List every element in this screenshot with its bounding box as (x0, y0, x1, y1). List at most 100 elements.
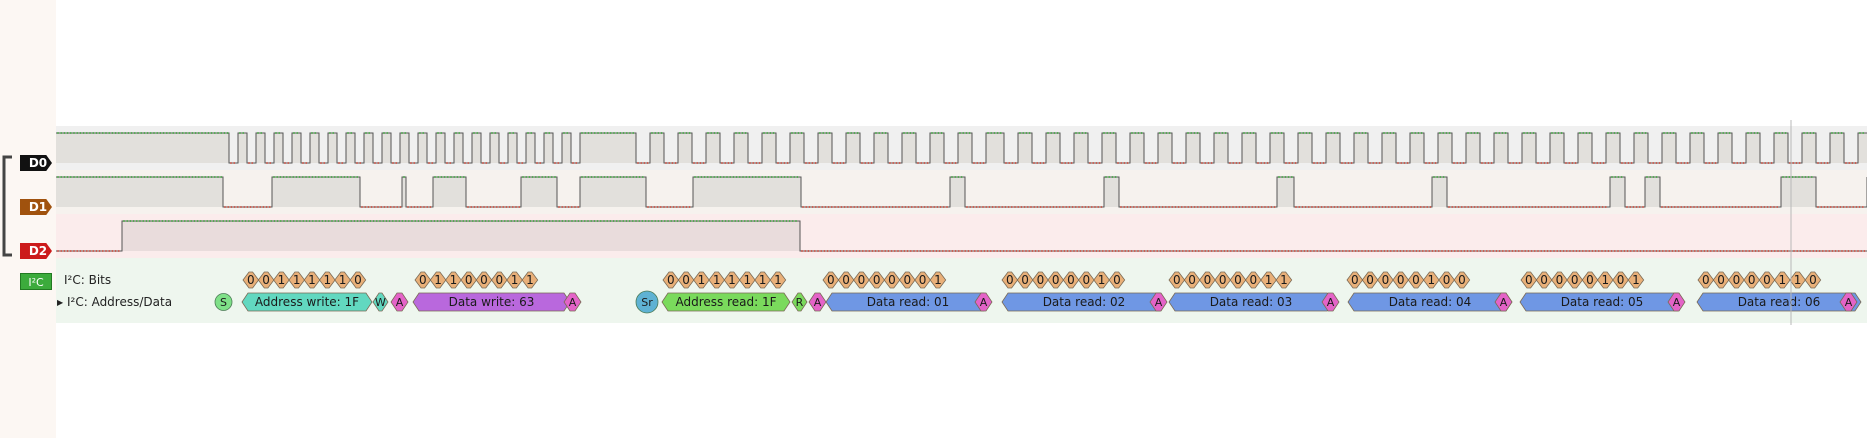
bit-cell[interactable] (1804, 271, 1822, 289)
annotation-ack[interactable] (1494, 292, 1513, 312)
bit-cell[interactable] (1581, 271, 1599, 289)
bit-cell[interactable] (883, 271, 901, 289)
bit-cell[interactable] (662, 271, 680, 289)
bit-cell[interactable] (1093, 271, 1110, 289)
expand-triangle-icon[interactable]: ▶ (57, 298, 64, 307)
bit-cell[interactable] (1016, 271, 1034, 289)
bit-cell[interactable] (1712, 271, 1730, 289)
bit-cell[interactable] (1214, 271, 1231, 289)
bit-cell[interactable] (288, 271, 305, 289)
bit-cell[interactable] (1551, 271, 1568, 289)
bit-cell[interactable] (822, 271, 840, 289)
bit-cell[interactable] (1062, 271, 1080, 289)
annotation-data-read[interactable] (1696, 292, 1862, 312)
bit-cell[interactable] (349, 271, 367, 289)
annotation-rw[interactable] (791, 292, 808, 312)
bit-cell[interactable] (1168, 271, 1186, 289)
bit-cell[interactable] (1423, 271, 1440, 289)
bit-cell[interactable] (414, 271, 432, 289)
bit-cell[interactable] (460, 271, 477, 289)
bit-cell[interactable] (506, 271, 523, 289)
bit-value: 0 (1443, 273, 1451, 287)
bit-cell[interactable] (1789, 271, 1806, 289)
bit-cell[interactable] (273, 271, 290, 289)
bit-cell[interactable] (1743, 271, 1760, 289)
bit-cell[interactable] (445, 271, 462, 289)
bit-cell[interactable] (868, 271, 885, 289)
bit-cell[interactable] (1758, 271, 1776, 289)
bit-cell[interactable] (1392, 271, 1409, 289)
signal-high-fill (1774, 133, 1788, 163)
bit-cell[interactable] (1407, 271, 1425, 289)
annotation-repeat-start[interactable] (635, 290, 659, 314)
annotation-rw[interactable] (372, 292, 389, 312)
bit-cell[interactable] (1108, 271, 1126, 289)
bit-cell[interactable] (303, 271, 321, 289)
bit-cell[interactable] (1245, 271, 1262, 289)
bit-cell[interactable] (1001, 271, 1019, 289)
annotation-data-write[interactable] (412, 292, 571, 312)
bit-cell[interactable] (739, 271, 756, 289)
bit-cell[interactable] (1047, 271, 1064, 289)
bit-cell[interactable] (1627, 271, 1645, 289)
bit-cell[interactable] (491, 271, 508, 289)
bit-cell[interactable] (429, 271, 447, 289)
bit-cell[interactable] (1183, 271, 1201, 289)
bit-cell[interactable] (693, 271, 710, 289)
annotation-ack[interactable] (1667, 292, 1686, 312)
bit-cell[interactable] (1612, 271, 1629, 289)
bit-cell[interactable] (1377, 271, 1394, 289)
annotation-ack[interactable] (974, 292, 993, 312)
bit-cell[interactable] (1032, 271, 1049, 289)
annotation-ack[interactable] (1839, 292, 1858, 312)
annotation-addr-read[interactable] (661, 292, 791, 312)
bit-cell[interactable] (521, 271, 539, 289)
bit-cell[interactable] (1199, 271, 1216, 289)
decoder-row-data-label[interactable]: ▶ I²C: Address/Data (57, 295, 172, 309)
bit-cell[interactable] (754, 271, 771, 289)
bit-cell[interactable] (723, 271, 741, 289)
bit-cell[interactable] (1275, 271, 1293, 289)
bit-cell[interactable] (837, 271, 855, 289)
channel-tag-d1[interactable]: D1 (20, 199, 52, 215)
decoder-tag-i2c[interactable]: I²C (20, 273, 52, 290)
bit-cell[interactable] (1229, 271, 1247, 289)
bit-cell[interactable] (708, 271, 725, 289)
annotation-ack[interactable] (1149, 292, 1168, 312)
bit-cell[interactable] (319, 271, 336, 289)
bit-cell[interactable] (1597, 271, 1614, 289)
bit-cell[interactable] (1438, 271, 1455, 289)
bit-cell[interactable] (1260, 271, 1277, 289)
bit-cell[interactable] (1535, 271, 1553, 289)
bit-cell[interactable] (1520, 271, 1538, 289)
annotation-text-ack: A (396, 296, 404, 309)
bit-cell[interactable] (242, 271, 260, 289)
annotation-data-read[interactable] (1168, 292, 1334, 312)
annotation-ack[interactable] (563, 292, 582, 312)
annotation-start[interactable] (214, 293, 233, 311)
bit-cell[interactable] (677, 271, 695, 289)
bit-cell[interactable] (853, 271, 870, 289)
bit-cell[interactable] (475, 271, 493, 289)
annotation-ack[interactable] (1321, 292, 1340, 312)
bit-cell[interactable] (1566, 271, 1583, 289)
bit-cell[interactable] (257, 271, 275, 289)
annotation-addr-write[interactable] (241, 292, 373, 312)
bit-cell[interactable] (1346, 271, 1364, 289)
bit-cell[interactable] (1774, 271, 1791, 289)
channel-tag-d2[interactable]: D2 (20, 243, 52, 259)
annotation-ack[interactable] (390, 292, 409, 312)
bit-cell[interactable] (1453, 271, 1471, 289)
bit-cell[interactable] (1697, 271, 1715, 289)
bit-cell[interactable] (334, 271, 351, 289)
channel-tag-d0[interactable]: D0 (20, 155, 52, 171)
annotation-ack[interactable] (808, 292, 827, 312)
bit-cell[interactable] (914, 271, 931, 289)
bit-cell[interactable] (929, 271, 947, 289)
bit-cell[interactable] (899, 271, 916, 289)
bit-cell[interactable] (769, 271, 787, 289)
bit-cell[interactable] (1361, 271, 1379, 289)
bit-cell[interactable] (1728, 271, 1745, 289)
bit-cell[interactable] (1078, 271, 1095, 289)
